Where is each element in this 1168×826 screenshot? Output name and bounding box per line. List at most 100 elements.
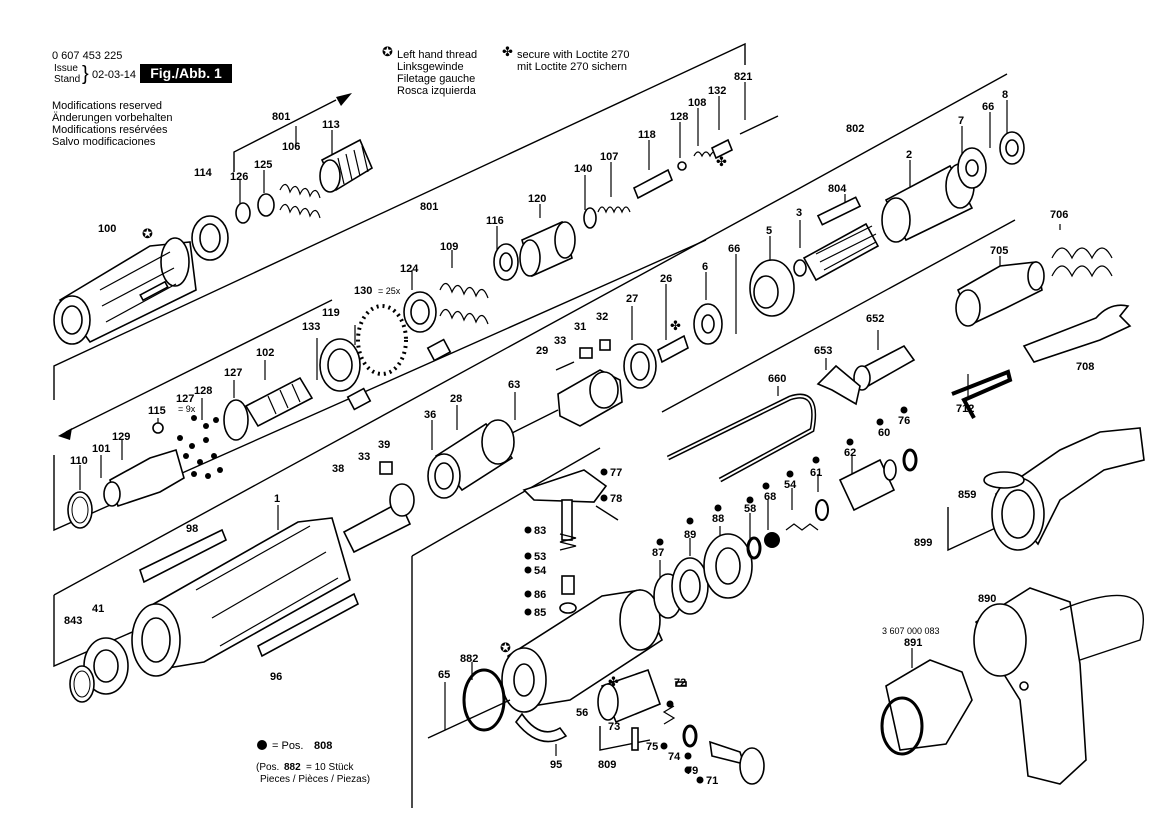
label-58: 58 xyxy=(744,503,756,515)
part-83-54-86-85-valve xyxy=(559,499,577,614)
svg-text:✤: ✤ xyxy=(670,318,681,333)
label-899: 899 xyxy=(914,537,932,549)
part-890-pistol-grip xyxy=(973,587,1145,785)
label-60: 60 xyxy=(878,427,890,439)
label-127-a: 127 xyxy=(224,367,242,379)
label-130: 130 xyxy=(354,285,372,297)
label-66-top: 66 xyxy=(982,101,994,113)
label-29: 29 xyxy=(536,345,548,357)
part-98-strip xyxy=(139,528,228,584)
label-33-a: 33 xyxy=(554,335,566,347)
part-130-ball-ring xyxy=(356,304,408,376)
part-119-ring xyxy=(319,338,361,392)
label-128: 128 xyxy=(194,385,212,397)
label-62: 62 xyxy=(844,447,856,459)
label-124: 124 xyxy=(400,263,419,275)
part-843-circlip xyxy=(69,665,95,703)
label-26: 26 xyxy=(660,273,672,285)
label-77: 77 xyxy=(610,467,622,479)
part-3-rotor xyxy=(793,222,880,282)
part-120-cup xyxy=(519,220,576,278)
part-652-nipple xyxy=(853,344,916,391)
label-5: 5 xyxy=(766,225,772,237)
position-808-dots xyxy=(257,406,908,784)
loctite-en: secure with Loctite 270 xyxy=(517,49,630,61)
pos-note-value: 882 xyxy=(284,762,301,773)
part-882-o-ring xyxy=(462,668,506,732)
label-119: 119 xyxy=(322,307,340,319)
label-101: 101 xyxy=(92,443,110,455)
left-thread-es: Rosca izquierda xyxy=(397,85,476,97)
label-126: 126 xyxy=(230,171,248,183)
label-38: 38 xyxy=(332,463,344,475)
label-98: 98 xyxy=(186,523,198,535)
label-54-a: 54 xyxy=(534,565,547,577)
label-712: 712 xyxy=(956,403,974,415)
label-891: 891 xyxy=(904,637,922,649)
part-127-128-balls xyxy=(177,415,223,479)
part-95-guard xyxy=(514,712,568,743)
label-125: 125 xyxy=(254,159,272,171)
svg-text:✤: ✤ xyxy=(608,674,619,689)
part-labels: 100 114 126 125 106 113 801 801 124 109 … xyxy=(64,71,1094,787)
label-3: 3 xyxy=(796,207,802,219)
part-101-chuck xyxy=(103,448,185,508)
label-31: 31 xyxy=(574,321,586,333)
modifications-en: Modifications reserved xyxy=(52,100,163,112)
label-133: 133 xyxy=(302,321,320,333)
brace: } xyxy=(82,63,89,85)
label-652: 652 xyxy=(866,313,884,325)
label-801: 801 xyxy=(420,201,438,213)
label-116: 116 xyxy=(486,215,504,227)
label-74: 74 xyxy=(668,751,681,763)
pos-value: 808 xyxy=(314,740,332,752)
left-thread-fr: Filetage gauche xyxy=(397,73,476,85)
label-109: 109 xyxy=(440,241,458,253)
label-41: 41 xyxy=(92,603,104,615)
part-65-pin xyxy=(427,699,511,739)
part-113-knurled-sleeve xyxy=(319,138,374,193)
label-118: 118 xyxy=(638,129,656,141)
label-705: 705 xyxy=(990,245,1008,257)
issue-label: Issue xyxy=(54,63,78,74)
label-63: 63 xyxy=(508,379,520,391)
label-804: 804 xyxy=(828,183,847,195)
label-66: 66 xyxy=(728,243,740,255)
label-129: 129 xyxy=(112,431,130,443)
part-28-gear-housing xyxy=(427,419,515,499)
part-140-107-118 xyxy=(583,115,779,229)
part-63-shaft xyxy=(509,409,559,435)
part-124-ring xyxy=(403,291,437,333)
label-75: 75 xyxy=(646,741,658,753)
label-7: 7 xyxy=(958,115,964,127)
part-41-ring xyxy=(83,637,129,695)
thread-markers: ✪ ✪ ✤ ✤ ✤ xyxy=(142,154,727,689)
label-3607000083: 3 607 000 083 xyxy=(882,626,940,636)
part-116-plate xyxy=(493,243,519,281)
loctite-de: mit Loctite 270 sichern xyxy=(517,61,628,73)
label-128-top: 128 xyxy=(670,111,688,123)
modifications-de: Änderungen vorbehalten xyxy=(52,112,173,124)
label-843: 843 xyxy=(64,615,82,627)
stand-label: Stand xyxy=(54,74,81,85)
part-1-main-housing xyxy=(131,517,351,677)
part-29-planet-carrier xyxy=(557,369,623,427)
label-127-b: 127 xyxy=(176,393,194,405)
label-53: 53 xyxy=(534,551,546,563)
part-891-rear-cap xyxy=(880,659,973,756)
label-36: 36 xyxy=(424,409,436,421)
part-number: 0 607 453 225 xyxy=(52,50,123,62)
part-109-spring xyxy=(439,282,489,325)
part-106-spring xyxy=(279,183,321,219)
label-132: 132 xyxy=(708,85,726,97)
label-708: 708 xyxy=(1076,361,1094,373)
part-110-ring xyxy=(67,491,93,529)
svg-text:✪: ✪ xyxy=(142,226,153,241)
part-39-38-planet-parts xyxy=(342,461,415,554)
part-859-899-exhaust-hose xyxy=(983,427,1145,551)
pos-prefix: = Pos. xyxy=(272,740,304,752)
part-115-screw xyxy=(152,422,164,434)
svg-text:✪: ✪ xyxy=(500,640,511,655)
loctite-symbol-icon: ✤ xyxy=(502,44,513,59)
